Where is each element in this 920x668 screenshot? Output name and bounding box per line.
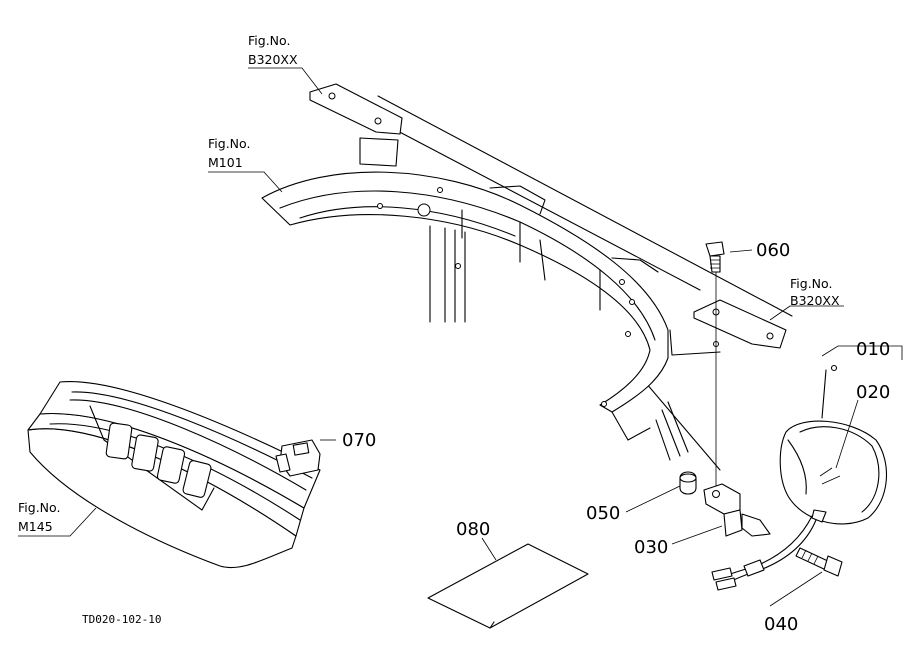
part-number-050: 050 [586,503,620,524]
fender-panel [261,171,689,461]
bolt-040-icon [795,547,843,577]
mount-bracket-030 [703,483,771,537]
work-lamp-010 [779,364,887,525]
drawing-code: TD020-102-10 [82,613,161,626]
top-bracket-plate [309,83,403,167]
fig-ref-fender-line2: M101 [208,155,243,170]
fig-ref-right-line2: B320XX [790,293,840,308]
part-number-010: 010 [856,339,890,360]
bolt-060-icon [705,241,725,273]
right-bracket-plate [669,299,787,356]
nut-050-icon [679,471,697,495]
fig-ref-grille-line2: M145 [18,519,53,534]
part-number-030: 030 [634,537,668,558]
part-number-070: 070 [342,430,376,451]
part-number-020: 020 [856,382,890,403]
fig-ref-fender-line1: Fig.No. [208,136,250,151]
fig-ref-top-line2: B320XX [248,52,298,67]
fig-ref-top-line1: Fig.No. [248,33,290,48]
lamp-cable [711,515,817,591]
part-number-060: 060 [756,240,790,261]
leader-lines [18,67,903,607]
part-number-080: 080 [456,519,490,540]
grille-panel [27,380,321,569]
fig-ref-right-line1: Fig.No. [790,276,832,291]
fig-ref-grille-line1: Fig.No. [18,500,60,515]
part-number-040: 040 [764,614,798,635]
frame-rail [377,95,793,471]
switch-070-icon [275,439,321,477]
manual-sheet-080 [427,543,589,629]
